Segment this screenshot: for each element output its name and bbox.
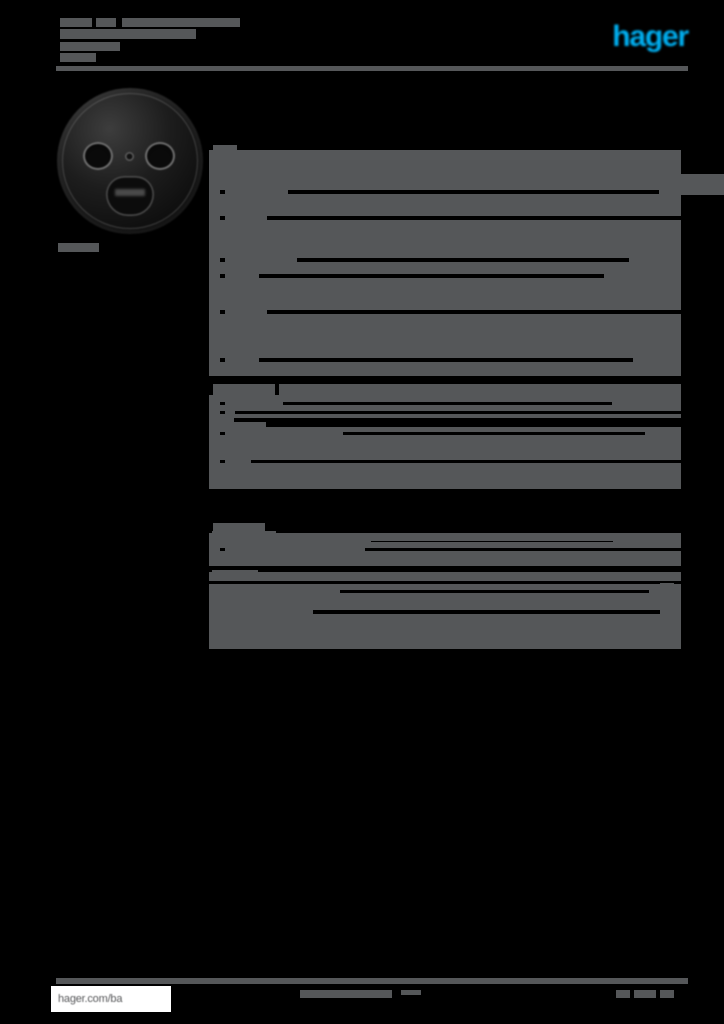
spec-row: [209, 551, 681, 559]
spec-label: [212, 584, 274, 593]
spec-value: [660, 583, 674, 591]
section-gap: [209, 649, 681, 661]
section-gap: [209, 378, 681, 384]
socket-center-pin-icon: [125, 152, 134, 161]
section-gap: [209, 489, 681, 501]
footer-divider: [56, 978, 688, 984]
footer-url-box[interactable]: hager.com/ba: [51, 986, 171, 1012]
socket-hole-left-icon: [83, 142, 113, 170]
socket-port-marking: [115, 189, 145, 196]
figure-caption: [58, 243, 99, 252]
spec-row: [209, 593, 681, 613]
section-heading: [212, 531, 276, 542]
spec-row: [209, 542, 681, 550]
socket-hole-right-icon: [145, 142, 175, 170]
section-heading-fill: [279, 384, 681, 395]
section-heading: [213, 523, 265, 533]
page-footer: [0, 964, 724, 1024]
product-image: [57, 88, 203, 234]
hager-logo[interactable]: hager: [612, 20, 689, 53]
socket-bottom-port-icon: [106, 176, 154, 216]
specification-table: [209, 145, 681, 661]
footer-url-link[interactable]: hager.com/ba: [58, 993, 123, 1005]
section-heading: [213, 384, 275, 395]
socket-outlet-icon: [57, 88, 203, 234]
header-divider: [56, 66, 688, 71]
page-header: hager: [0, 0, 724, 74]
section-heading: [212, 570, 258, 581]
spec-row: [209, 614, 681, 626]
